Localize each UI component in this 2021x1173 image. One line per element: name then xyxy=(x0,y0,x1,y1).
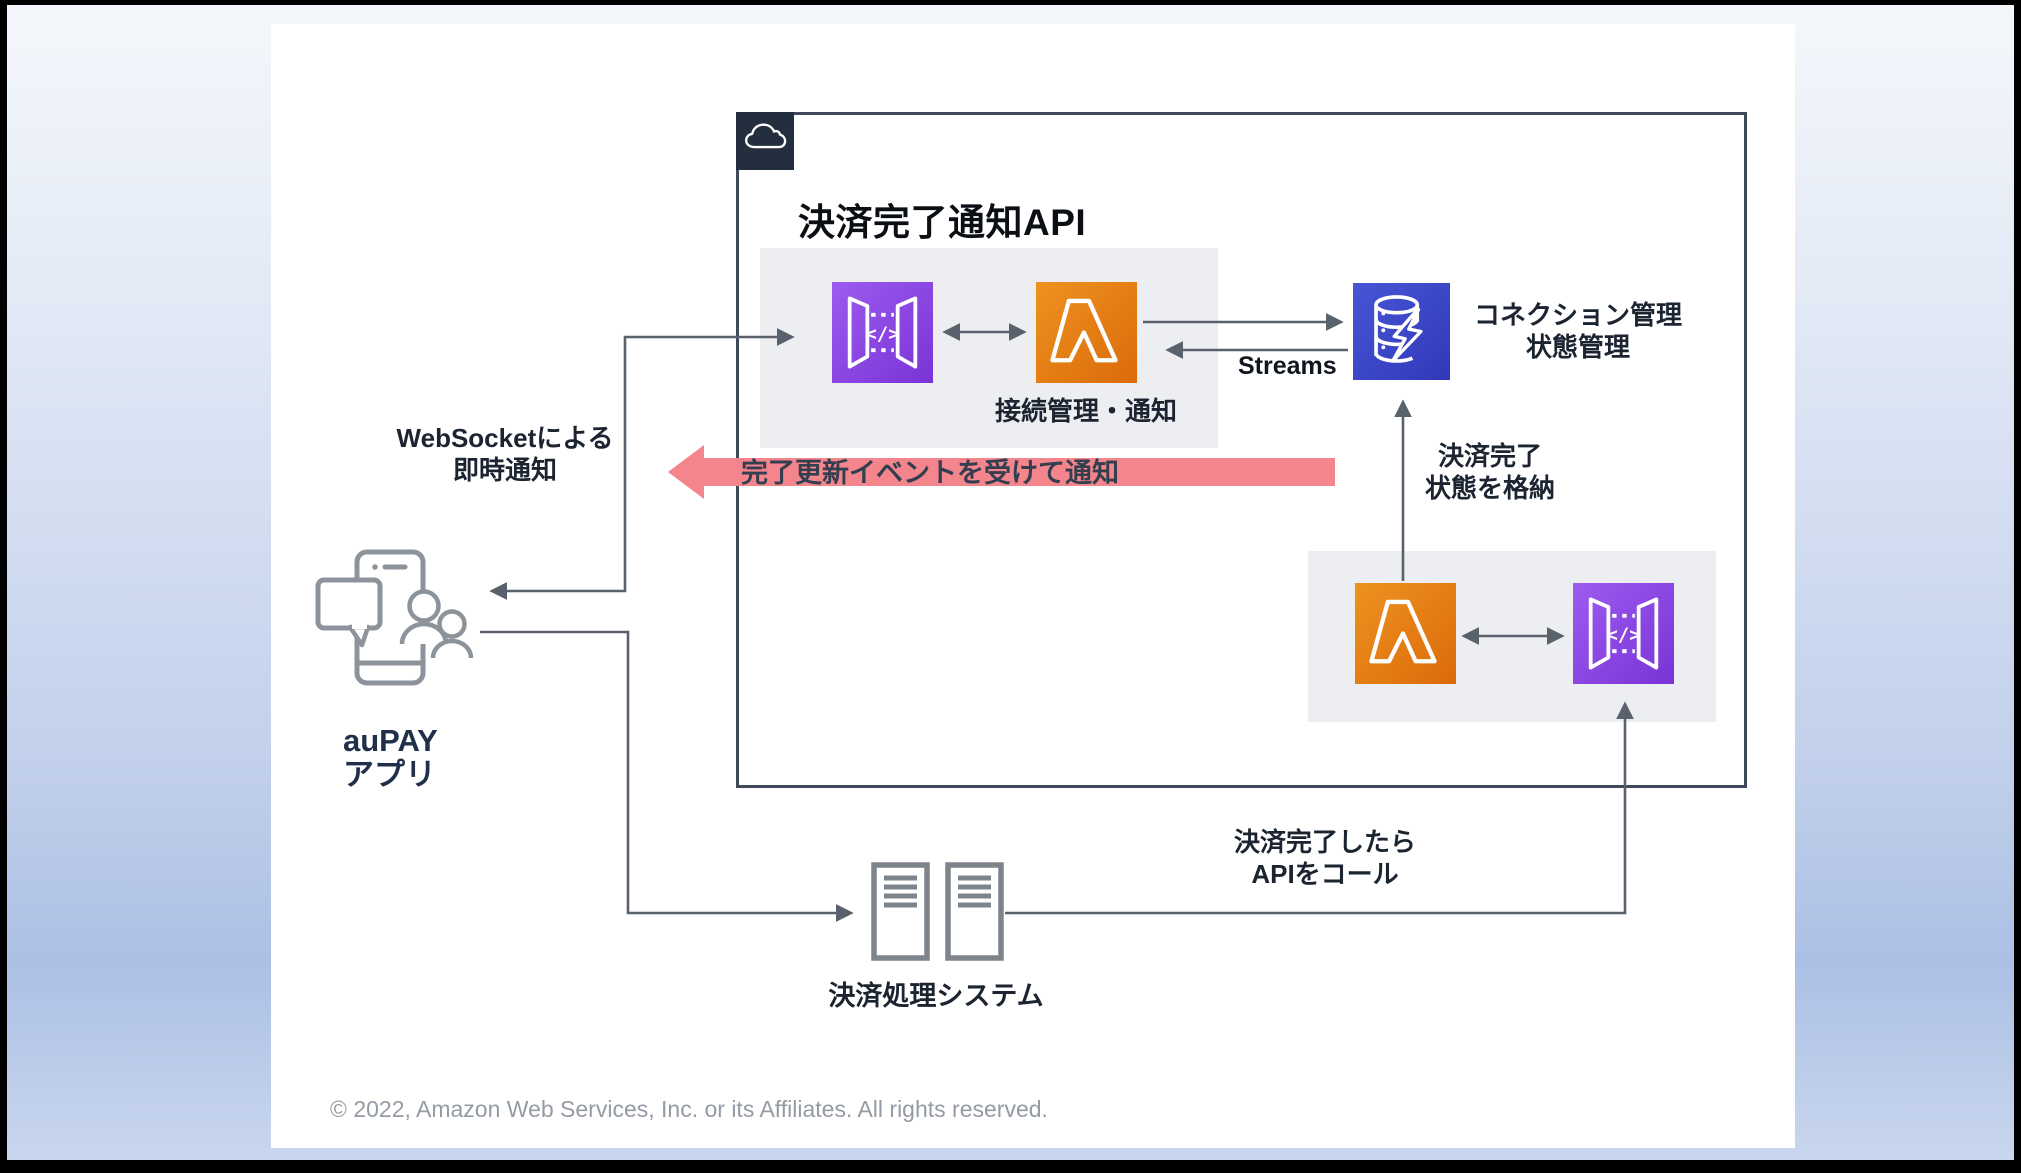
dynamodb-label: コネクション管理 状態管理 xyxy=(1473,300,1682,362)
app-label: auPAY アプリ xyxy=(343,723,438,793)
websocket-note: WebSocketによる 即時通知 xyxy=(396,423,614,485)
payment-system-label: 決済処理システム xyxy=(828,981,1044,1011)
code-glyph: </> xyxy=(865,323,899,345)
mobile-app-icon xyxy=(298,538,493,703)
connector-app-websocket-apigw xyxy=(489,328,795,600)
api-gateway-icon: </> xyxy=(832,282,933,383)
red-notify-arrowhead xyxy=(668,445,704,499)
aws-cloud-badge xyxy=(736,112,794,170)
connector-app-to-payment-system xyxy=(480,630,854,922)
streams-label: Streams xyxy=(1238,352,1337,380)
aws-cloud-icon xyxy=(739,113,791,170)
diagram-title: 決済完了通知API xyxy=(798,202,1087,243)
lambda-icon xyxy=(1355,583,1456,684)
red-arrow-label: 完了更新イベントを受けて通知 xyxy=(741,458,1119,488)
connector-payment-system-to-apigw2 xyxy=(1005,701,1634,915)
server-towers-icon xyxy=(865,858,1010,963)
dynamodb-streams-icon xyxy=(1353,283,1450,380)
store-state-note: 決済完了 状態を格納 xyxy=(1424,441,1555,503)
copyright-text: © 2022, Amazon Web Services, Inc. or its… xyxy=(330,1096,1048,1122)
lambda-icon xyxy=(1036,282,1137,383)
api-call-note: 決済完了したら APIをコール xyxy=(1233,827,1416,889)
api-gateway-icon: </> xyxy=(1573,583,1674,684)
code-glyph: </> xyxy=(1606,624,1640,646)
red-notify-arrow xyxy=(702,458,1335,486)
lambda1-label: 接続管理・通知 xyxy=(994,396,1177,426)
